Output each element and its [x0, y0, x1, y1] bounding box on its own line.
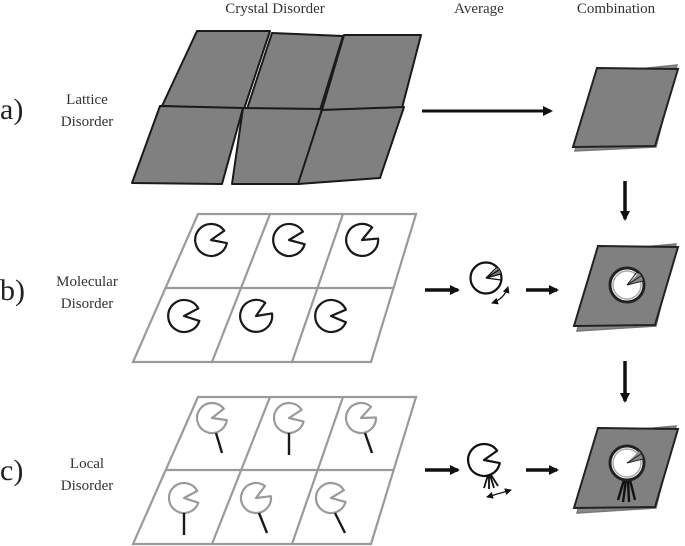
- row-a-desc-line1: Lattice: [66, 92, 108, 108]
- pacman-with-tail: [272, 401, 305, 455]
- pacman-with-tail: [195, 401, 228, 454]
- row-b-label: b): [0, 274, 25, 307]
- row-b-desc-line2: Disorder: [61, 296, 114, 312]
- pacman-molecule: [194, 222, 228, 258]
- lattice-tile: [131, 105, 244, 185]
- molecular-disorder-grid: [131, 212, 418, 364]
- pacman-with-tail: [239, 481, 273, 534]
- lattice-disorder-tiles: [131, 30, 422, 185]
- header-crystal-disorder: Crystal Disorder: [225, 1, 325, 17]
- pacman-with-tail: [344, 401, 378, 454]
- row-c-label: c): [0, 454, 23, 487]
- row-c-desc-line1: Local: [70, 456, 104, 472]
- pacman-molecule: [167, 298, 201, 334]
- local-disorder-grid: [131, 395, 418, 546]
- row-c-desc-line2: Disorder: [61, 478, 114, 494]
- combination-c: [572, 425, 680, 514]
- pacman-molecule: [272, 222, 306, 258]
- combination-b: [572, 243, 680, 332]
- header-combination: Combination: [577, 1, 656, 17]
- pacman-with-tail: [314, 481, 347, 534]
- molecular-disorder-molecules: [167, 222, 380, 334]
- pacman-with-tail: [167, 481, 200, 535]
- pacman-molecule: [345, 222, 380, 257]
- pacman-molecule: [314, 298, 347, 334]
- average-local-icon: [467, 442, 512, 499]
- flow-arrows: [422, 106, 630, 475]
- average-molecular-icon: [469, 261, 510, 305]
- row-b-desc-line1: Molecular: [56, 274, 118, 290]
- local-disorder-molecules: [167, 401, 378, 535]
- row-a-label: a): [0, 93, 23, 126]
- combination-a: [571, 64, 680, 152]
- header-average: Average: [454, 1, 504, 17]
- lattice-tile: [297, 106, 405, 185]
- row-a-desc-line2: Disorder: [61, 114, 114, 130]
- pacman-molecule: [239, 298, 274, 333]
